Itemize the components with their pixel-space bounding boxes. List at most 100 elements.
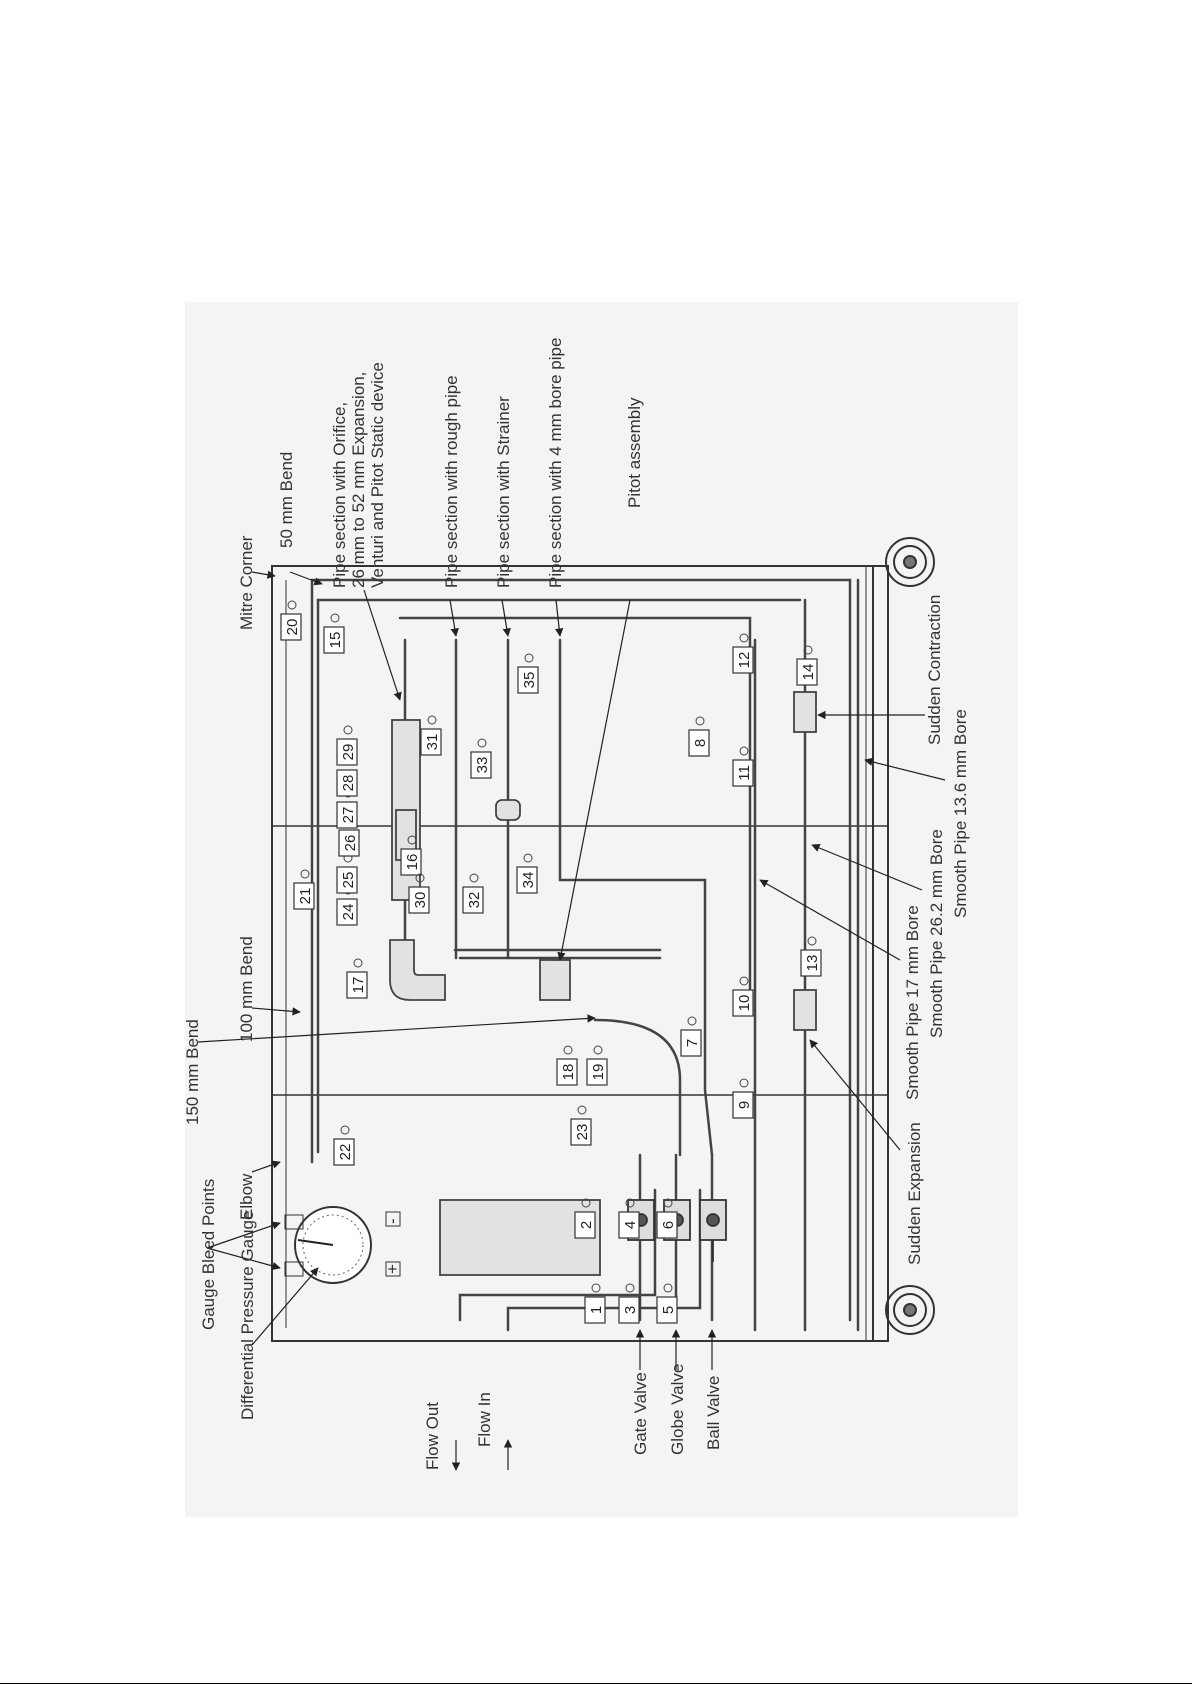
control-box: [439, 1199, 601, 1276]
tapping-point-box: [584, 1296, 606, 1324]
tapping-point-number: 12: [736, 652, 753, 669]
pitot-leader: [557, 599, 631, 961]
label-mitre-corner: Mitre Corner: [237, 535, 256, 630]
tapping-point-number: 2: [578, 1221, 595, 1229]
tapping-point-nipple: [739, 976, 749, 986]
tapping-point-number: 30: [412, 892, 429, 909]
tapping-point-nipple: [581, 1198, 591, 1208]
tapping-point-box: [680, 1029, 702, 1057]
tapping-point-box: [732, 989, 754, 1017]
label-100mm-bend: 100 mm Bend: [237, 936, 256, 1042]
tapping-point-1: 1: [584, 1283, 606, 1324]
orifice-leader: [363, 589, 402, 701]
tapping-point-nipple: [523, 853, 533, 863]
ball-valve: [699, 1199, 727, 1262]
tapping-point-number: 17: [350, 977, 367, 994]
bend50-leader: [289, 571, 323, 586]
castor-bottom: [885, 1285, 935, 1335]
tapping-point-box: [338, 829, 360, 857]
tapping-point-box: [796, 658, 818, 686]
tapping-point-11: 11: [732, 746, 754, 787]
bore4-leader: [554, 599, 564, 637]
tapping-point-number: 10: [736, 995, 753, 1012]
tapping-point-number: 21: [297, 888, 314, 905]
tapping-point-nipple: [300, 869, 310, 879]
tapping-point-number: 26: [342, 835, 359, 852]
tapping-point-number: 24: [340, 904, 357, 921]
tapping-point-box: [336, 898, 358, 926]
tapping-point-number: 29: [340, 744, 357, 761]
label-sudden-expansion: Sudden Expansion: [905, 1122, 924, 1265]
sudden-contraction-fitting: [793, 691, 817, 733]
tapping-point-box: [420, 728, 442, 756]
label-flow-out: Flow Out: [423, 1402, 442, 1470]
tapping-point-box: [323, 626, 345, 654]
tapping-point-number: 23: [574, 1124, 591, 1141]
label-orifice-line2: 26 mm to 52 mm Expansion,: [349, 372, 368, 588]
tapping-point-13: 13: [800, 936, 822, 977]
tapping-point-23: 23: [570, 1105, 592, 1146]
elbow-leader: [251, 1160, 281, 1173]
gauge-plus-port: [385, 1261, 401, 1277]
tapping-point-number: 7: [684, 1039, 701, 1047]
upper-manifold-pipe: [398, 616, 752, 992]
differential-pressure-gauge: [284, 1206, 401, 1284]
tapping-point-nipple: [739, 1078, 749, 1088]
bend150-pipe: [593, 1018, 682, 1157]
tapping-point-box: [556, 1058, 578, 1086]
tapping-point-nipple: [524, 653, 534, 663]
label-gauge-bleed-points: Gauge Bleed Points: [199, 1179, 218, 1330]
tapping-point-nipple: [469, 873, 479, 883]
rough-leader: [449, 599, 459, 637]
tapping-point-box: [732, 646, 754, 674]
tapping-point-nipple: [625, 1198, 635, 1208]
tapping-point-box: [293, 882, 315, 910]
tapping-point-number: 35: [521, 672, 538, 689]
label-rough-pipe: Pipe section with rough pipe: [442, 375, 461, 588]
tapping-point-nipple: [807, 936, 817, 946]
gauge-needle: [297, 1239, 334, 1246]
tapping-point-9: 9: [732, 1078, 754, 1119]
tapping-point-nipple: [353, 958, 363, 968]
tapping-point-nipple: [415, 873, 425, 883]
tapping-point-box: [336, 866, 358, 894]
tapping-point-number: 31: [424, 734, 441, 751]
strainer-body: [495, 799, 521, 821]
tapping-point-25: 25: [336, 853, 358, 894]
tapping-point-box: [516, 866, 538, 894]
label-ball-valve: Ball Valve: [704, 1376, 723, 1450]
tapping-point-nipple: [625, 1283, 635, 1293]
tapping-point-box: [280, 613, 302, 641]
label-150mm-bend: 150 mm Bend: [183, 1019, 202, 1125]
diff-gauge-leader: [251, 1267, 319, 1346]
tapping-point-15: 15: [323, 613, 345, 654]
tapping-point-box: [732, 1091, 754, 1119]
tapping-point-14: 14: [796, 645, 818, 686]
expansion-leader: [809, 1039, 901, 1151]
tapping-point-nipple: [663, 1283, 673, 1293]
label-flow-in: Flow In: [475, 1392, 494, 1447]
label-globe-valve: Globe Valve: [668, 1364, 687, 1455]
leader-lines: [197, 570, 946, 1471]
tapping-point-number: 14: [800, 664, 817, 681]
label-smooth-13mm: Smooth Pipe 13.6 mm Bore: [951, 709, 970, 918]
tapping-point-22: 22: [333, 1125, 355, 1166]
sudden-expansion-fitting: [793, 989, 817, 1031]
bend100-leader: [251, 1007, 301, 1016]
tapping-point-number: 25: [340, 872, 357, 889]
tapping-point-3: 3: [618, 1283, 640, 1324]
tapping-point-box: [336, 738, 358, 766]
tapping-point-4: 4: [618, 1198, 640, 1239]
tapping-point-30: 30: [408, 873, 430, 914]
tapping-point-31: 31: [420, 715, 442, 756]
castor-top: [885, 537, 935, 587]
gauge-minus-port: [385, 1211, 401, 1227]
tapping-point-box: [688, 729, 710, 757]
tapping-point-number: 19: [590, 1064, 607, 1081]
tapping-point-nipple: [407, 835, 417, 845]
tapping-point-8: 8: [688, 716, 710, 757]
tapping-point-box: [570, 1118, 592, 1146]
bleed-leader-b: [206, 1247, 281, 1271]
label-differential-pressure-gauge: Differential Pressure Gauge: [238, 1211, 257, 1420]
